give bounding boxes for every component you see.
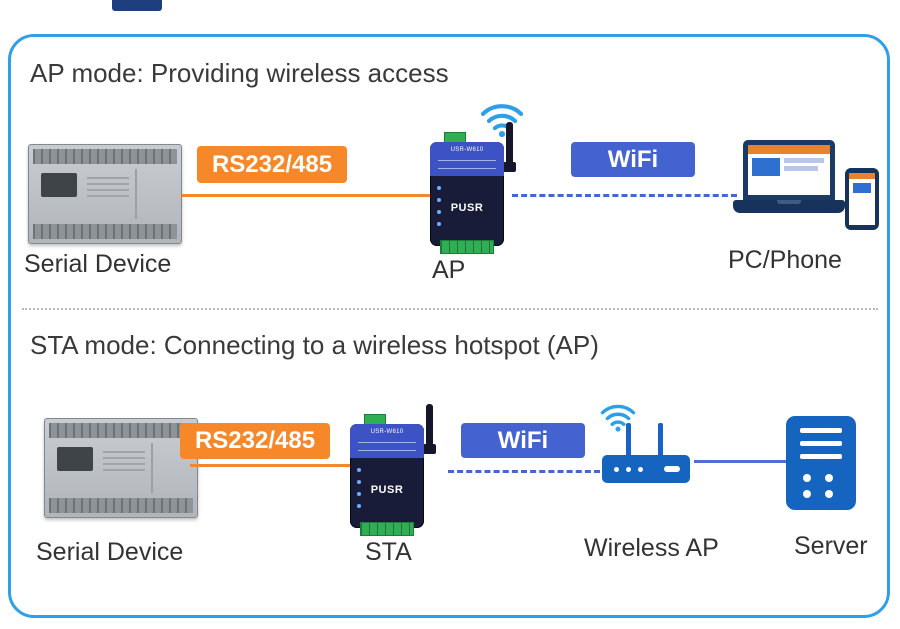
corner-tab xyxy=(112,0,162,11)
plc-vents xyxy=(103,449,145,471)
plc-terminal-strip-bottom xyxy=(33,224,177,239)
led-dot xyxy=(357,468,361,472)
laptop-icon xyxy=(733,140,845,220)
antenna-icon xyxy=(506,122,513,166)
plc-divider xyxy=(135,169,137,219)
plc-terminal-strip-bottom xyxy=(49,498,193,513)
antenna-icon xyxy=(426,404,433,448)
sta-wifi-converter-icon: USR-W610 PUSR xyxy=(338,392,458,542)
server-led xyxy=(803,474,811,482)
wifi-signal-icon xyxy=(600,404,636,432)
device-brand-text: PUSR xyxy=(450,202,484,214)
antenna-base xyxy=(503,162,516,172)
plc-display xyxy=(41,173,77,197)
wifi-signal-icon xyxy=(480,104,524,138)
router-antenna xyxy=(626,423,631,457)
faceplate-line xyxy=(438,168,496,169)
device-body: USR-W610 PUSR xyxy=(350,424,424,528)
terminal-block-bottom xyxy=(360,522,414,536)
router-server-link-line xyxy=(694,460,788,463)
led-dot xyxy=(437,198,441,202)
router-led xyxy=(614,467,619,472)
device-model-text: USR-W610 xyxy=(370,429,404,435)
server-icon xyxy=(786,416,856,510)
plc-terminal-strip-top xyxy=(33,149,177,164)
ap-device-label: AP xyxy=(432,256,466,284)
faceplate-line xyxy=(438,160,496,161)
led-dot xyxy=(437,210,441,214)
device-faceplate: USR-W610 xyxy=(430,142,504,176)
router-led xyxy=(626,467,631,472)
laptop-screen xyxy=(743,140,835,200)
server-slot xyxy=(800,441,842,446)
led-dot xyxy=(437,186,441,190)
ap-client-label: PC/Phone xyxy=(728,246,842,274)
ap-serial-link-badge: RS232/485 xyxy=(197,146,347,183)
router-antenna xyxy=(658,423,663,457)
wireless-router-icon xyxy=(598,403,698,495)
sta-hotspot-label: Wireless AP xyxy=(584,534,719,562)
device-faceplate: USR-W610 xyxy=(350,424,424,458)
router-led xyxy=(638,467,643,472)
screen-content-line xyxy=(784,158,824,163)
led-dot xyxy=(357,480,361,484)
device-model-text: USR-W610 xyxy=(450,147,484,153)
phone-content-block xyxy=(853,183,871,193)
screen-header-bar xyxy=(748,145,830,154)
sta-serial-link-badge: RS232/485 xyxy=(180,423,330,459)
led-column xyxy=(437,186,441,226)
sta-wifi-link-line xyxy=(448,470,600,473)
laptop-base xyxy=(733,200,845,213)
server-led xyxy=(825,490,833,498)
screen-content-block xyxy=(752,158,780,176)
sta-server-label: Server xyxy=(794,532,868,560)
server-led xyxy=(803,490,811,498)
led-dot xyxy=(357,504,361,508)
laptop-screen-content xyxy=(748,145,830,195)
led-column xyxy=(357,468,361,508)
plc-divider xyxy=(151,443,153,493)
server-led xyxy=(825,474,833,482)
ap-serial-device-label: Serial Device xyxy=(24,250,172,278)
sta-serial-device-label: Serial Device xyxy=(36,538,184,566)
device-body: USR-W610 PUSR xyxy=(430,142,504,246)
phone-icon xyxy=(845,168,879,230)
section-separator xyxy=(22,308,878,310)
ap-wifi-link-line xyxy=(512,194,737,197)
router-body xyxy=(602,455,690,483)
ap-wifi-converter-icon: USR-W610 PUSR xyxy=(418,104,538,260)
sta-wifi-badge: WiFi xyxy=(461,423,585,458)
sta-section-title: STA mode: Connecting to a wireless hotsp… xyxy=(30,330,599,360)
phone-screen xyxy=(849,173,875,225)
server-slot xyxy=(800,454,842,459)
screen-content-line xyxy=(784,166,818,171)
laptop-notch xyxy=(777,200,801,204)
server-slot xyxy=(800,428,842,433)
ap-serial-link-line xyxy=(182,194,432,197)
faceplate-line xyxy=(358,442,416,443)
ap-serial-device-icon xyxy=(28,144,182,244)
plc-terminal-strip-top xyxy=(49,423,193,438)
faceplate-line xyxy=(358,450,416,451)
ap-section-title: AP mode: Providing wireless access xyxy=(30,58,449,88)
led-dot xyxy=(437,222,441,226)
phone-header-bar xyxy=(849,173,875,179)
plc-display xyxy=(57,447,93,471)
router-slot xyxy=(664,466,680,472)
device-brand-text: PUSR xyxy=(370,484,404,496)
led-dot xyxy=(357,492,361,496)
plc-vents xyxy=(87,175,129,197)
sta-device-label: STA xyxy=(365,538,412,566)
terminal-block-bottom xyxy=(440,240,494,254)
diagram-frame xyxy=(8,34,890,618)
sta-serial-device-icon xyxy=(44,418,198,518)
antenna-base xyxy=(423,444,436,454)
sta-serial-link-line xyxy=(190,464,352,467)
ap-wifi-badge: WiFi xyxy=(571,142,695,177)
